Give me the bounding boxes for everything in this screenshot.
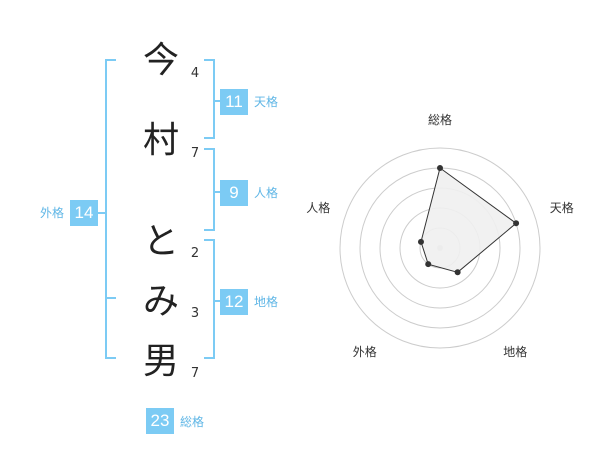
name-char-2: 村 — [142, 120, 179, 161]
soukaku-label: 総格 — [180, 415, 205, 429]
tenkaku-label: 天格 — [254, 95, 279, 109]
gaikaku-badge: 14 — [70, 200, 98, 226]
radar-series-polygon — [420, 167, 517, 273]
soukaku-badge: 23 — [146, 408, 174, 434]
stroke-count-1: 4 — [190, 66, 200, 81]
radar-point-2 — [513, 220, 520, 227]
name-char-3: と — [142, 221, 179, 262]
gaikaku-label: 外格 — [40, 206, 65, 220]
stroke-count-2: 7 — [190, 146, 200, 161]
radar-axis-label-1: 総格 — [428, 113, 453, 127]
radar-axis-label-5: 人格 — [306, 201, 331, 216]
jinkaku-badge: 9 — [220, 180, 248, 206]
radar-axis-label-3: 地格 — [503, 344, 528, 359]
tenkaku-bracket — [204, 59, 215, 139]
stroke-count-4: 3 — [190, 306, 200, 321]
name-char-5: 男 — [142, 341, 179, 382]
name-char-1: 今 — [142, 40, 179, 81]
jinkaku-label: 人格 — [254, 186, 279, 200]
stroke-count-5: 7 — [190, 366, 200, 381]
radar-point-4 — [425, 261, 432, 268]
tenkaku-badge: 11 — [220, 89, 248, 115]
radar-point-5 — [417, 238, 424, 245]
radar-point-3 — [454, 269, 461, 276]
name-char-4: み — [142, 281, 179, 322]
gaikaku-bracket — [105, 59, 116, 359]
radar-axis-label-4: 外格 — [352, 344, 377, 359]
stroke-count-3: 2 — [190, 246, 200, 261]
chikaku-bracket — [204, 239, 215, 359]
radar-ring — [339, 147, 541, 349]
chikaku-label: 地格 — [254, 295, 279, 309]
jinkaku-bracket — [204, 148, 215, 231]
radar-point-1 — [437, 165, 443, 171]
chikaku-badge: 12 — [220, 289, 248, 315]
radar-axis-label-2: 天格 — [549, 201, 574, 216]
